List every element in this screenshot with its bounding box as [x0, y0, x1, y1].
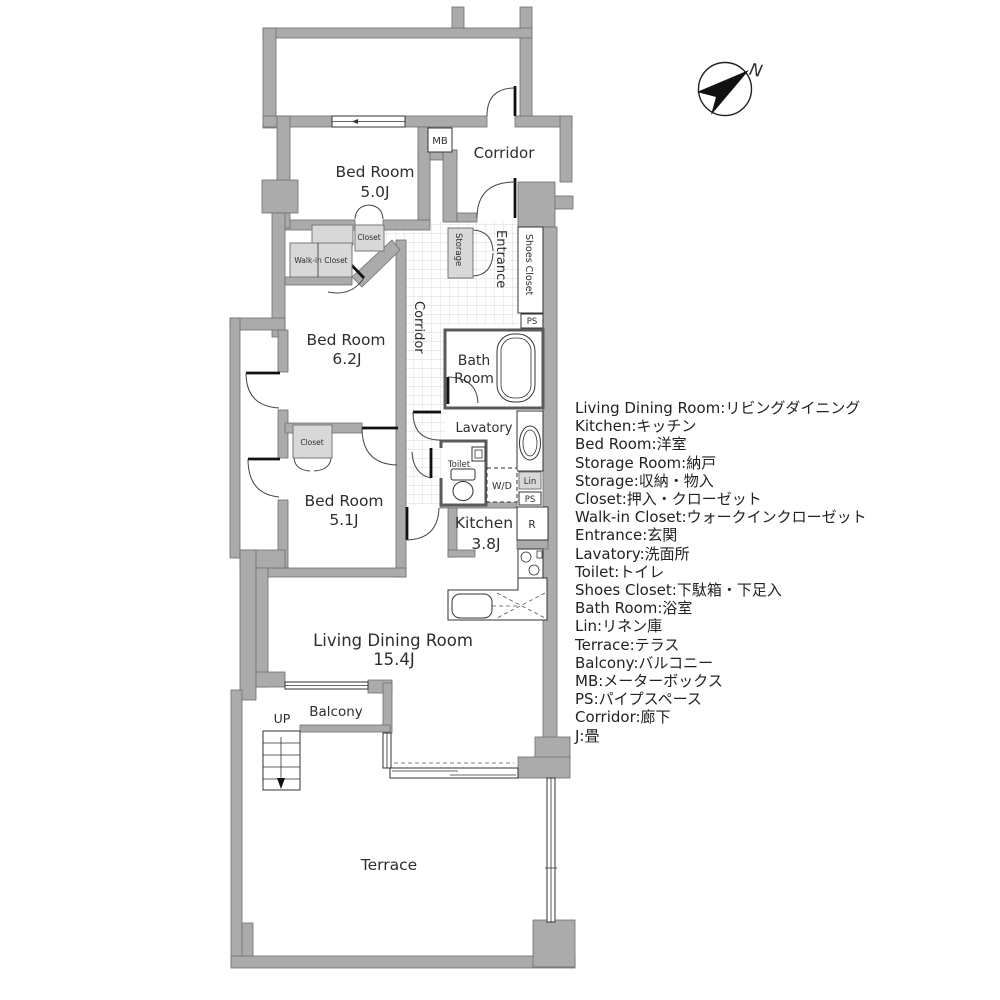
- mb-box: [427, 127, 453, 153]
- legend-line: Toilet:トイレ: [575, 562, 665, 581]
- label-stairs-up: UP: [274, 711, 291, 726]
- legend-line: PS:パイプスペース: [575, 690, 702, 709]
- closet-b-box: [292, 424, 333, 459]
- washer-dryer-box: [486, 467, 518, 503]
- label-kitchen-size: 3.8J: [471, 535, 500, 553]
- label-ps-upper: PS: [527, 317, 538, 327]
- label-lin: Lin: [524, 477, 536, 487]
- legend-line: Lin:リネン庫: [575, 617, 663, 636]
- terrace-sliding-window: [389, 767, 519, 779]
- compass-north-label: N: [747, 60, 764, 82]
- legend-line: Living Dining Room:リビングダイニング: [575, 399, 861, 417]
- label-bedroom-5-0-size: 5.0J: [360, 183, 389, 201]
- kitchen-sink-icon: [451, 593, 493, 619]
- label-corridor-entry: Corridor: [474, 144, 536, 162]
- toilet-tank: [450, 468, 476, 481]
- label-living-dining-size: 15.4J: [373, 650, 415, 669]
- legend-line: Kitchen:キッチン: [575, 417, 697, 436]
- legend-line: Bath Room:浴室: [575, 599, 693, 618]
- label-storage: Storage: [453, 233, 463, 266]
- entrance-corridor-tile-floor: [377, 222, 518, 505]
- legend-line: Storage:収納・物入: [575, 471, 714, 490]
- legend-line: Closet:押入・クローゼット: [575, 490, 762, 509]
- legend-line: Storage Room:納戸: [575, 453, 717, 472]
- label-entrance: Entrance: [493, 230, 508, 288]
- label-closet-a: Closet: [357, 233, 380, 242]
- label-closet-b: Closet: [300, 438, 323, 447]
- label-bedroom-5-1-size: 5.1J: [329, 511, 358, 529]
- fixtures: [262, 127, 549, 791]
- label-toilet: Toilet: [447, 460, 471, 470]
- legend-line: Lavatory:洗面所: [575, 544, 690, 563]
- label-walk-in-closet: Walk-in Closet: [294, 256, 347, 265]
- legend-line: Shoes Closet:下駄箱・下足入: [575, 581, 782, 600]
- refrigerator-box: [516, 506, 549, 541]
- label-living-dining-name: Living Dining Room: [313, 631, 473, 650]
- doors: [245, 86, 517, 541]
- label-balcony: Balcony: [309, 704, 363, 720]
- label-lavatory: Lavatory: [456, 421, 513, 436]
- toilet-bowl-icon: [452, 481, 474, 501]
- label-kitchen-name: Kitchen: [455, 514, 513, 532]
- walk-in-closet-box: [289, 242, 353, 278]
- walls: [229, 6, 576, 969]
- storage-box: [447, 227, 474, 279]
- shoes-closet-box: [517, 226, 544, 314]
- label-corridor-inner: Corridor: [411, 301, 426, 354]
- legend-line: Balcony:バルコニー: [575, 653, 714, 672]
- legend-line: MB:メーターボックス: [575, 672, 723, 691]
- label-bedroom-6-2-name: Bed Room: [306, 331, 385, 349]
- label-bedroom-5-0-name: Bed Room: [335, 163, 414, 181]
- label-bedroom-5-1-name: Bed Room: [304, 492, 383, 510]
- toilet-hand-basin: [471, 446, 486, 462]
- ps-lower-box: [518, 491, 542, 506]
- lin-box: [518, 471, 542, 490]
- label-bath-room-line1: Bath: [458, 353, 491, 369]
- bathtub-icon: [496, 333, 536, 403]
- legend-line: Entrance:玄関: [575, 526, 678, 545]
- ps-upper-box: [520, 313, 544, 329]
- label-shoes-closet: Shoes Closet: [523, 234, 534, 296]
- label-bath-room-line2: Room: [454, 371, 494, 387]
- label-ps-lower: PS: [525, 495, 536, 505]
- legend-line: J:畳: [575, 726, 600, 745]
- windows: [284, 115, 557, 923]
- labels: Bed Room 5.0J MB Corridor Closet Walk-in…: [274, 136, 538, 874]
- legend-line: Bed Room:洋室: [575, 435, 687, 454]
- legend-line: Terrace:テラス: [575, 635, 680, 654]
- legend-line: Walk-in Closet:ウォークインクローゼット: [575, 508, 867, 527]
- compass-icon: N: [697, 60, 764, 117]
- label-refrigerator: R: [528, 519, 535, 531]
- label-mb: MB: [432, 136, 448, 147]
- stove-box: [517, 548, 544, 580]
- north-arrow-icon: [697, 70, 749, 115]
- walk-in-closet-box-top: [311, 224, 354, 246]
- legend: Living Dining Room:リビングダイニング Kitchen:キッチ…: [575, 399, 995, 745]
- legend-line: Corridor:廊下: [575, 708, 671, 727]
- label-bedroom-6-2-size: 6.2J: [332, 350, 361, 368]
- label-wd: W/D: [492, 481, 512, 492]
- stairs-icon: [262, 730, 301, 791]
- closet-a-box: [354, 224, 385, 252]
- label-terrace: Terrace: [360, 856, 417, 874]
